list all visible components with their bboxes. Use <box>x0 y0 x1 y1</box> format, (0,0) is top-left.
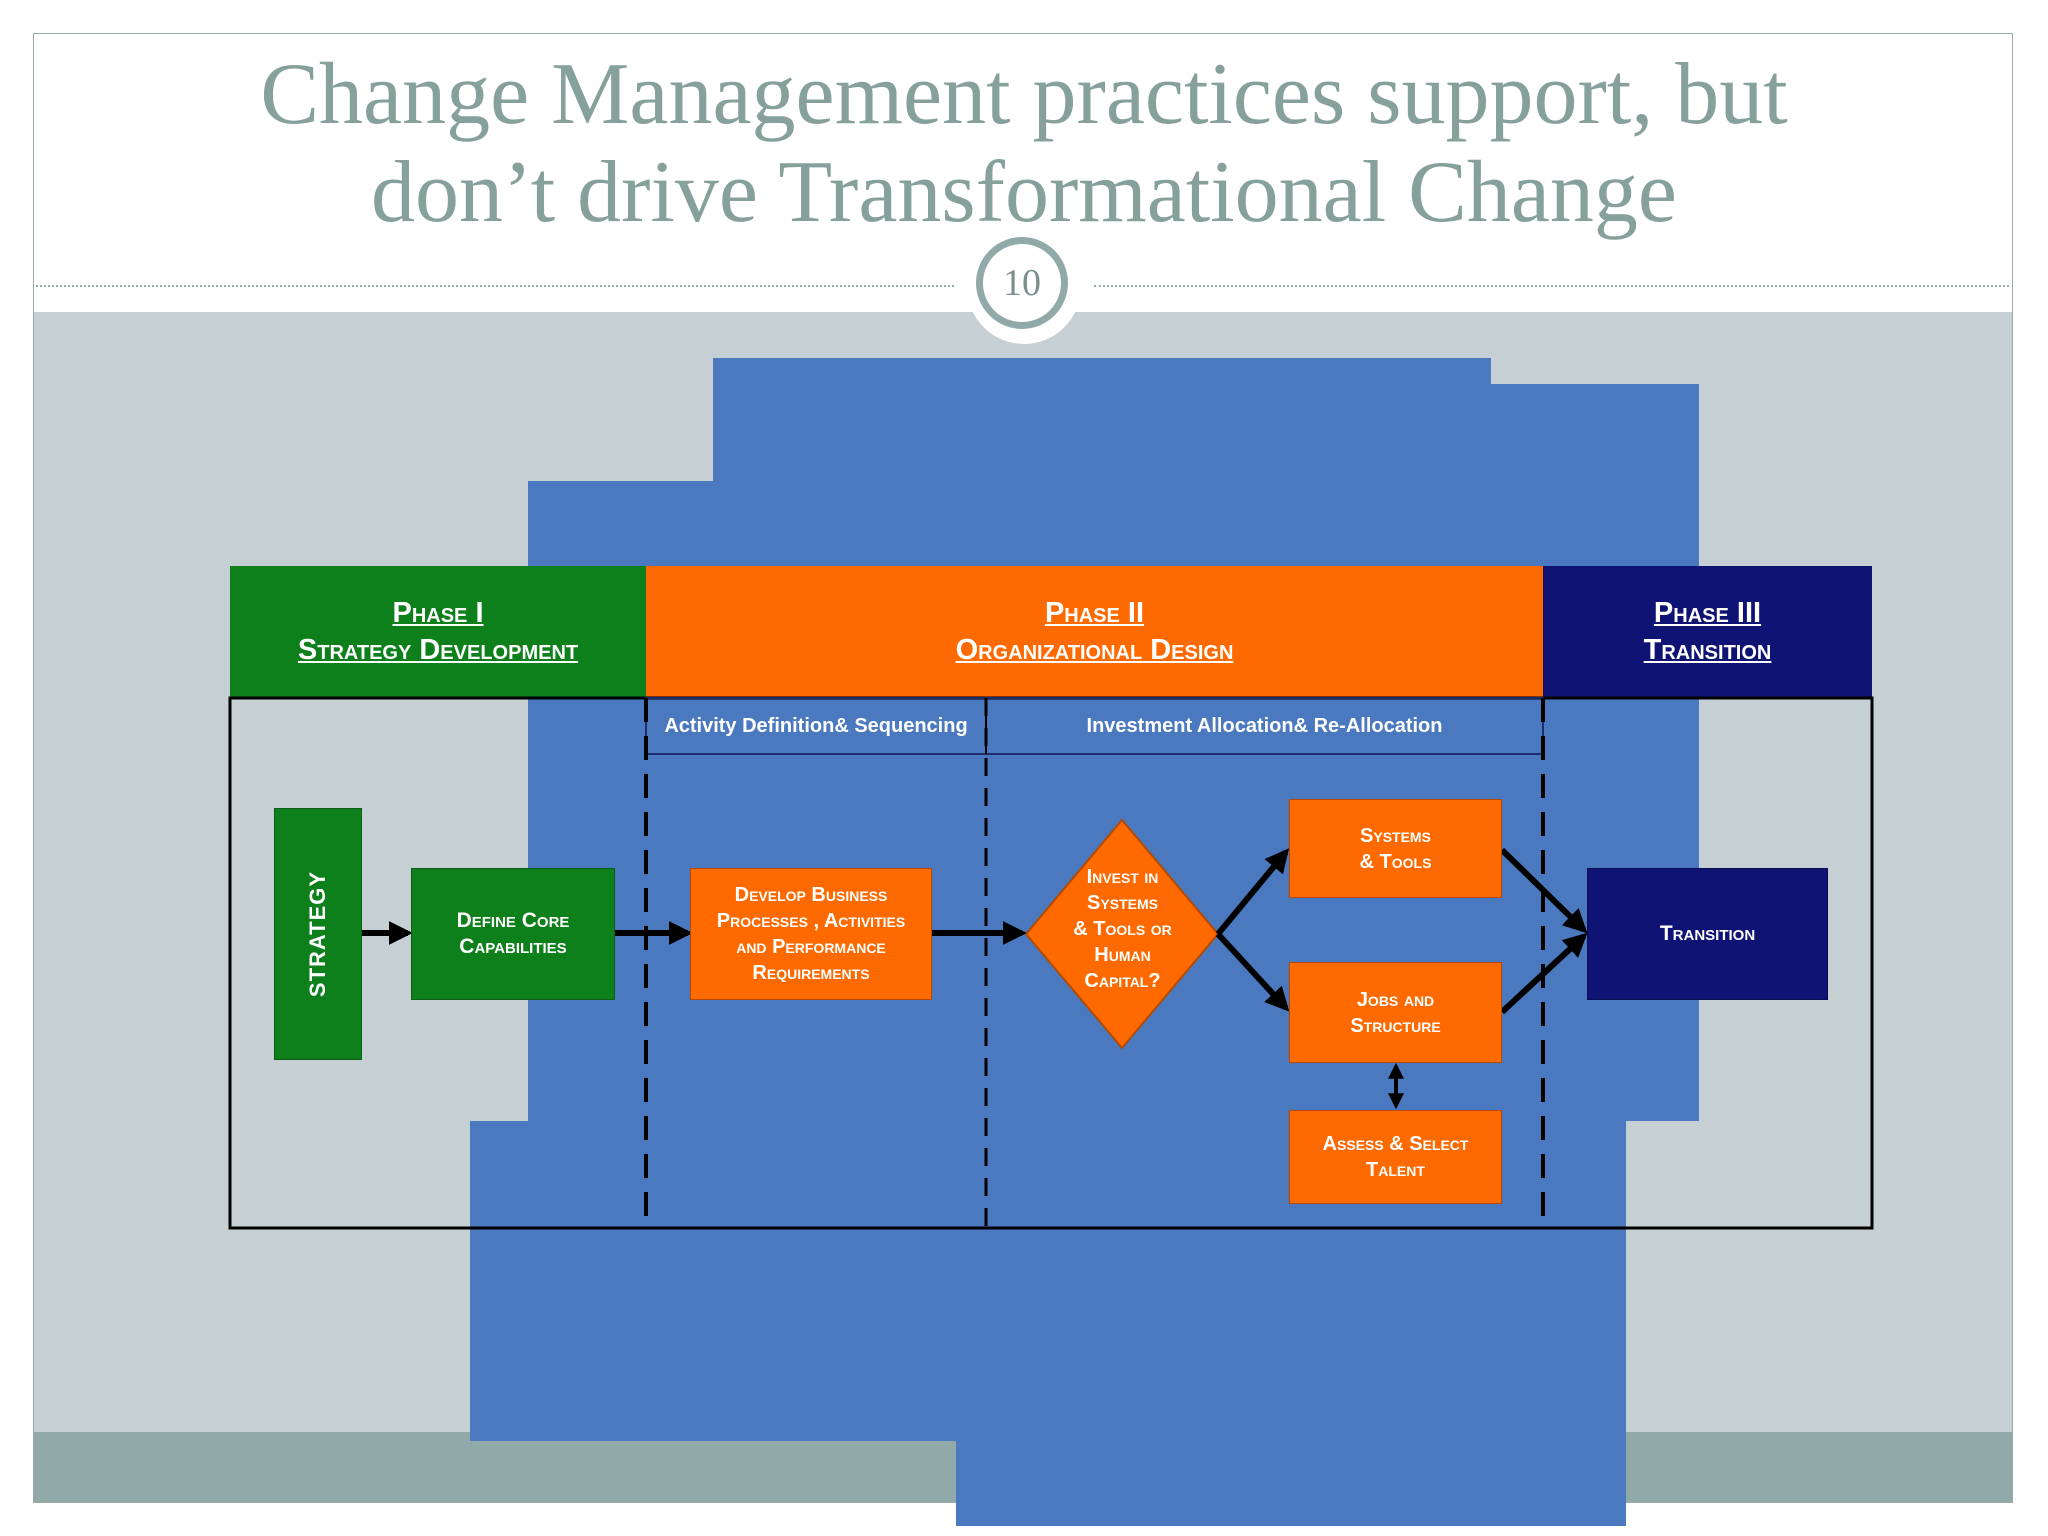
subheader-activity-label: Activity Definition& Sequencing <box>664 714 968 737</box>
phase-2-label: Phase II <box>1044 597 1145 629</box>
develop-business-processes-node: Develop Business Processes , Activities … <box>690 868 932 1000</box>
phase-3-header: Phase III Transition <box>1543 566 1872 698</box>
assess-select-talent-node: Assess & Select Talent <box>1289 1110 1502 1204</box>
phase-1-header: Phase I Strategy Development <box>230 566 646 698</box>
strategy-node-label: STRATEGY <box>305 870 330 998</box>
systems-tools-node: Systems & Tools <box>1289 799 1502 898</box>
decision-diamond-label: Invest in Systems & Tools or Human Capit… <box>1073 866 1172 992</box>
transition-node: Transition <box>1587 868 1828 1000</box>
backdrop-block-bottom <box>956 1441 1626 1526</box>
phase-1-title: Strategy Development <box>297 634 579 666</box>
title-divider-left <box>36 285 954 287</box>
subheader-activity: Activity Definition& Sequencing <box>646 698 986 754</box>
phase-3-title: Transition <box>1643 634 1772 666</box>
subheader-investment-label: Investment Allocation& Re-Allocation <box>1086 714 1443 737</box>
phase-2-header: Phase II Organizational Design <box>646 566 1543 698</box>
define-core-capabilities-node: Define Core Capabilities <box>411 868 615 1000</box>
jobs-structure-node: Jobs and Structure <box>1289 962 1502 1063</box>
title-divider-right <box>1094 285 2009 287</box>
arrow-jobs-to-transition <box>1499 932 1588 1015</box>
arrow-decision-to-systems <box>1215 848 1290 936</box>
arrow-decision-to-jobs <box>1215 931 1290 1012</box>
page-number: 10 <box>976 237 1068 329</box>
phase-2-title: Organizational Design <box>955 634 1234 666</box>
phase-1-label: Phase I <box>392 597 484 629</box>
subheader-box <box>645 697 1544 755</box>
decision-diamond <box>1024 818 1220 1050</box>
phase-3-label: Phase III <box>1653 597 1762 629</box>
arrow-systems-to-transition <box>1499 847 1588 934</box>
slide-title: Change Management practices support, but… <box>260 46 1788 241</box>
subheader-investment: Investment Allocation& Re-Allocation <box>986 698 1543 754</box>
strategy-node: STRATEGY <box>274 808 362 1060</box>
